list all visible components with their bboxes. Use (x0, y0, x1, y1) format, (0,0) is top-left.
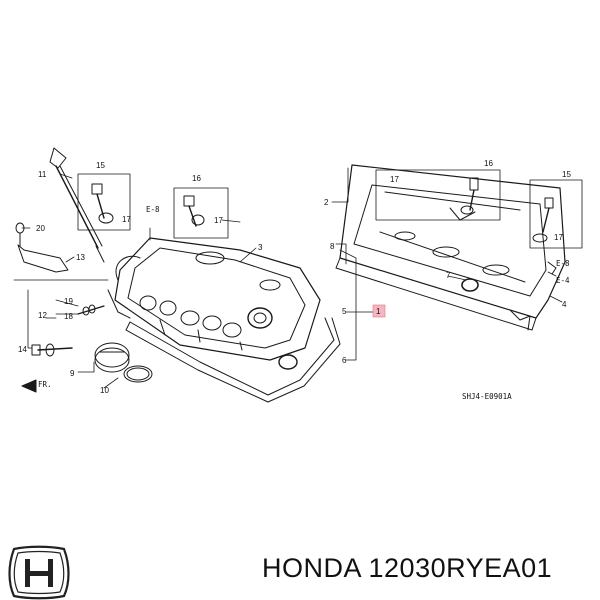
callout-7: 7 (446, 271, 451, 280)
callout-8: 8 (330, 242, 335, 251)
callout-12: 12 (38, 311, 47, 320)
callout-18: 18 (64, 312, 73, 321)
callout-15b: 15 (562, 170, 571, 179)
callout-20: 20 (36, 224, 45, 233)
callout-16a: 16 (192, 174, 201, 183)
bolt-group-16-17-rear (375, 169, 501, 221)
callout-3: 3 (258, 243, 263, 252)
bolt-group-15-17-rear (529, 179, 583, 249)
ref-e4: E-4 (556, 276, 570, 285)
rear-head-cover (335, 164, 566, 331)
callout-17d: 17 (554, 233, 563, 242)
bolt-part-14 (31, 343, 73, 357)
callout-6: 6 (342, 356, 347, 365)
bolt-group-15-17-left (77, 173, 131, 231)
oil-filler-cap (94, 342, 153, 383)
callout-1: 1 (376, 307, 381, 316)
figure-code: SHJ4-E0901A (462, 392, 512, 401)
callout-5: 5 (342, 307, 347, 316)
callout-19: 19 (64, 297, 73, 306)
callout-10: 10 (100, 386, 109, 395)
grommet-part-6 (278, 354, 298, 370)
callout-16b: 16 (484, 159, 493, 168)
bolt-group-16-17-center (173, 187, 229, 239)
stud-parts-18-19 (77, 304, 105, 316)
callout-17b: 17 (214, 216, 223, 225)
front-arrow (21, 379, 37, 393)
callout-4: 4 (562, 300, 567, 309)
highlight-box-item-1 (372, 304, 386, 318)
ref-e8-left: E-8 (146, 205, 160, 214)
part-caption: HONDA 12030RYEA01 (262, 553, 553, 583)
callout-2: 2 (324, 198, 329, 207)
callout-11: 11 (38, 170, 47, 179)
callout-9: 9 (70, 369, 75, 378)
honda-logo (8, 545, 70, 600)
callout-17a: 17 (122, 215, 131, 224)
leader-lines (13, 167, 563, 389)
callout-15a: 15 (96, 161, 105, 170)
callout-17c: 17 (390, 175, 399, 184)
head-cover-gasket (125, 317, 341, 403)
dipstick-part-11 (49, 147, 105, 263)
callout-13: 13 (76, 253, 85, 262)
callout-14: 14 (18, 345, 27, 354)
front-head-cover (107, 237, 321, 361)
front-label: FR. (38, 380, 52, 389)
ref-e8-right: E-8 (556, 259, 570, 268)
callout-labels: 1 2 3 4 5 6 7 8 9 10 11 12 13 14 15 15 1… (18, 159, 571, 401)
